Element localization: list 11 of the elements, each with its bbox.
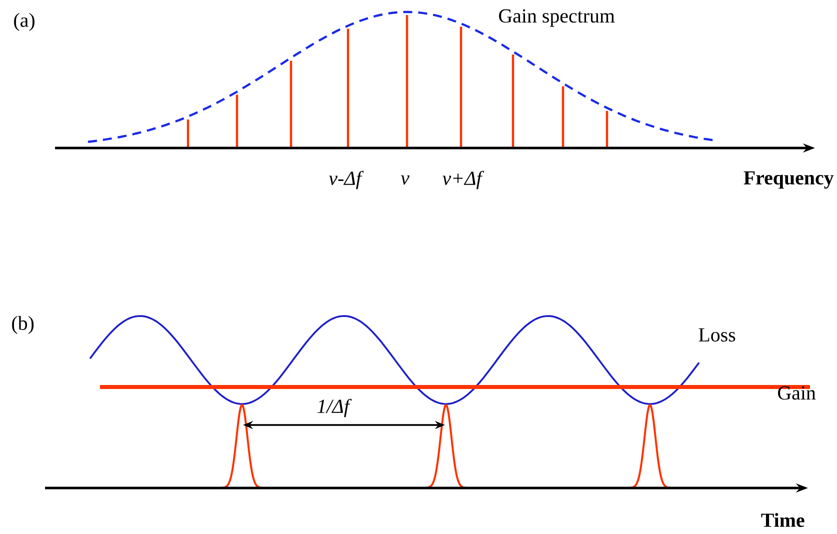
curve-label: Loss [698,328,736,342]
frequency-label: ν [400,175,410,185]
frequency-label: ν+Δf [442,170,484,190]
axis-label: Frequency [744,171,834,189]
panel-label: (b) [12,316,34,334]
curve-label: Gain spectrum [499,9,615,27]
frequency-label: ν-Δf [328,170,364,190]
axis-label: Time [761,512,804,527]
period-label: 1/Δf [317,398,352,418]
panel-label: (a) [14,12,34,32]
curve-label: Gain [778,386,816,400]
